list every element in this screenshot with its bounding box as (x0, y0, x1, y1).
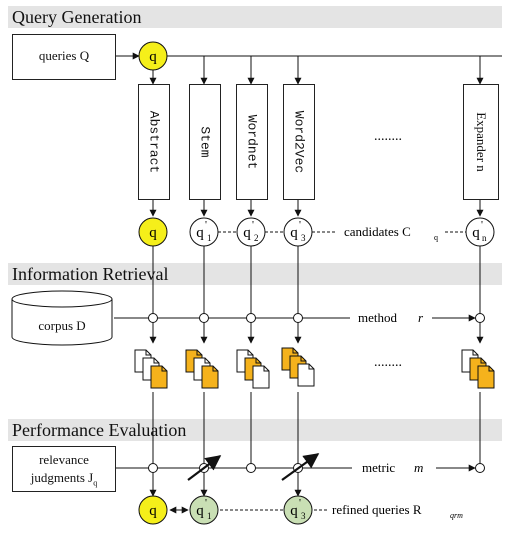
section-performance-evaluation: Performance Evaluation (8, 419, 502, 441)
node-q1-candidate (189, 217, 219, 247)
svg-text:method: method (358, 310, 397, 325)
improvement-arrow-q3 (281, 453, 320, 481)
expander-n: Expander n (463, 84, 499, 200)
node-q1-refined-label: q 1 ' (196, 497, 211, 521)
svg-text:q: q (243, 225, 251, 241)
svg-text:n: n (482, 233, 487, 243)
queries-box: queries Q (12, 34, 116, 80)
doc-stack-q1 (185, 349, 219, 389)
relevance-line1: relevance (39, 452, 89, 467)
relevance-judgments-box: relevance judgments Jq (12, 446, 116, 492)
junction-ir-q2 (246, 313, 256, 323)
doc-stack-q (134, 349, 168, 389)
svg-text:3: 3 (301, 511, 306, 521)
junction-ir-q (148, 313, 158, 323)
svg-text:': ' (205, 497, 207, 509)
doc-stack-q2 (236, 349, 270, 389)
node-q3-refined (283, 495, 313, 525)
svg-text:': ' (299, 219, 301, 231)
junction-ir-q3 (293, 313, 303, 323)
expander-word2vec-label: Word2Vec (291, 110, 307, 174)
expander-stem: Stem (189, 84, 221, 200)
node-q-refined (138, 495, 168, 525)
section-title-query-generation: Query Generation (12, 7, 142, 27)
node-q2-candidate (236, 217, 266, 247)
svg-text:1: 1 (207, 511, 212, 521)
ellipsis-expanders: ........ (374, 129, 402, 144)
svg-text:': ' (481, 219, 483, 231)
svg-text:': ' (299, 497, 301, 509)
svg-text:q: q (196, 225, 204, 241)
node-q-candidate (138, 217, 168, 247)
node-q-candidate-label: q (149, 225, 157, 241)
corpus-label: corpus D (38, 318, 86, 333)
svg-text:refined queries R: refined queries R (332, 502, 422, 517)
expander-wordnet-label: Wordnet (244, 114, 260, 170)
node-q1-candidate-label: q 1 ' (196, 219, 211, 243)
expander-n-label: Expander n (474, 112, 489, 172)
svg-text:3: 3 (301, 233, 306, 243)
node-qn-candidate-label: q n ' (472, 219, 487, 243)
node-q3-candidate-label: q 3 ' (290, 219, 306, 243)
method-label: method r (358, 310, 424, 325)
relevance-line2: judgments Jq (30, 470, 98, 488)
improvement-arrow-q1 (187, 455, 222, 481)
doc-stack-q3 (281, 347, 315, 387)
svg-text:m: m (414, 460, 423, 475)
svg-text:': ' (252, 219, 254, 231)
svg-text:': ' (205, 219, 207, 231)
junction-ir-qn (475, 313, 485, 323)
doc-stack-qn (461, 349, 495, 389)
svg-text:q: q (290, 225, 298, 241)
junction-eval-q (148, 463, 158, 473)
svg-text:q: q (196, 503, 204, 519)
expander-abstract-label: Abstract (146, 110, 162, 174)
svg-text:2: 2 (254, 233, 259, 243)
ellipsis-docs: ........ (374, 355, 402, 370)
candidates-label: candidates C q (344, 224, 438, 242)
svg-text:1: 1 (207, 233, 212, 243)
node-q1-refined (189, 495, 219, 525)
svg-text:q: q (472, 225, 480, 241)
expander-abstract: Abstract (138, 84, 170, 200)
junction-ir-q1 (199, 313, 209, 323)
metric-label: metric m (362, 460, 423, 475)
node-q3-refined-label: q 3 ' (290, 497, 306, 521)
svg-text:q: q (290, 503, 298, 519)
section-title-performance-evaluation: Performance Evaluation (12, 420, 187, 440)
section-information-retrieval: Information Retrieval (8, 263, 502, 285)
queries-label: queries Q (38, 48, 90, 63)
expander-stem-label: Stem (197, 126, 213, 158)
expander-word2vec: Word2Vec (283, 84, 315, 200)
svg-text:q: q (434, 233, 438, 242)
svg-text:r: r (418, 310, 424, 325)
section-title-information-retrieval: Information Retrieval (12, 264, 169, 284)
svg-text:metric: metric (362, 460, 395, 475)
node-q-top (138, 41, 168, 71)
corpus-cylinder (11, 290, 113, 346)
svg-text:candidates C: candidates C (344, 224, 411, 239)
svg-text:qrm: qrm (450, 511, 463, 520)
node-q2-candidate-label: q 2 ' (243, 219, 258, 243)
junction-eval-qn (475, 463, 485, 473)
expander-wordnet: Wordnet (236, 84, 268, 200)
node-q-refined-label: q (149, 503, 157, 519)
node-q3-candidate (283, 217, 313, 247)
section-query-generation: Query Generation (8, 6, 502, 28)
node-q-top-label: q (149, 49, 157, 65)
node-qn-candidate (465, 217, 495, 247)
refined-queries-label: refined queries R qrm (332, 502, 463, 520)
junction-eval-q2 (246, 463, 256, 473)
